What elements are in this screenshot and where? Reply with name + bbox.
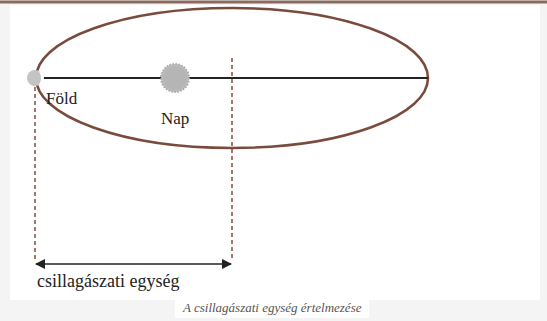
orbit-ellipse xyxy=(36,8,428,148)
earth-dash xyxy=(34,87,36,262)
sun-label: Nap xyxy=(161,110,189,127)
figure-ground xyxy=(10,5,540,300)
major-axis xyxy=(35,77,428,79)
top-rule xyxy=(0,1,547,4)
dimension-arrow xyxy=(36,263,231,265)
dimension-label: csillagászati egység xyxy=(37,272,179,290)
earth-symbol xyxy=(27,70,44,86)
earth-label: Föld xyxy=(46,90,77,107)
sun-symbol xyxy=(161,64,189,92)
center-dash xyxy=(231,58,233,258)
figure-caption: A csillagászati egység értelmezése xyxy=(175,299,369,318)
